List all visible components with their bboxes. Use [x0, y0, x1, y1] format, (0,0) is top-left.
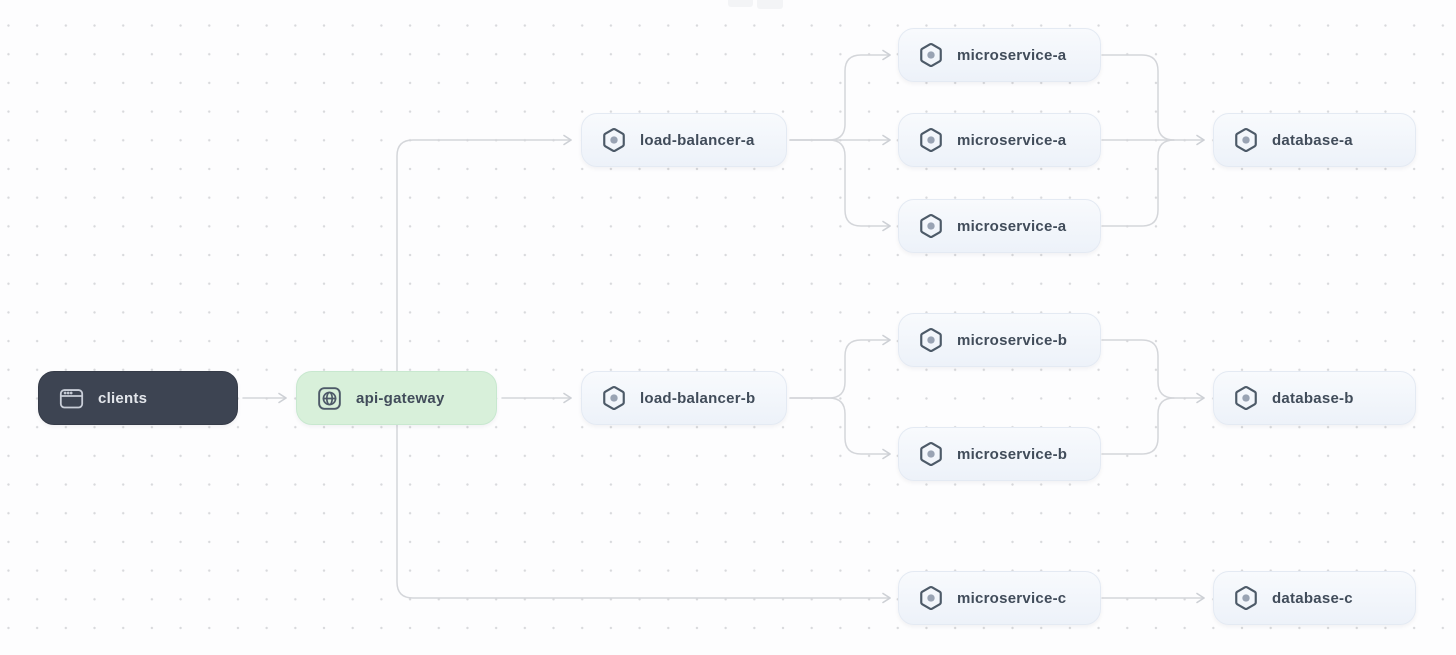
hexagon-node-icon: [918, 213, 944, 239]
edge-load-balancer-a-to-microservice-a-3: [789, 139, 891, 232]
edge-microservice-b-2-to-database-b: [1101, 397, 1175, 455]
node-microservice-a-2[interactable]: microservice-a: [898, 113, 1101, 167]
node-microservice-a-1[interactable]: microservice-a: [898, 28, 1101, 82]
node-label: microservice-a: [957, 46, 1067, 64]
node-label: microservice-a: [957, 217, 1067, 235]
edge-api-gateway-to-microservice-c: [396, 424, 891, 604]
edge-load-balancer-a-to-microservice-a-1: [789, 49, 891, 141]
edge-load-balancer-b-to-microservice-b-1: [789, 334, 891, 399]
hexagon-node-icon: [918, 42, 944, 68]
node-label: database-a: [1272, 131, 1353, 149]
node-database-b[interactable]: database-b: [1213, 371, 1416, 425]
node-microservice-c[interactable]: microservice-c: [898, 571, 1101, 625]
edge-microservice-a-1-to-database-a: [1101, 54, 1175, 141]
node-api-gateway[interactable]: api-gateway: [296, 371, 497, 425]
node-label: microservice-c: [957, 589, 1067, 607]
node-microservice-b-1[interactable]: microservice-b: [898, 313, 1101, 367]
edge-microservice-a-3-to-database-a: [1101, 139, 1175, 227]
hexagon-node-icon: [1233, 127, 1259, 153]
node-database-c[interactable]: database-c: [1213, 571, 1416, 625]
node-clients[interactable]: clients: [38, 371, 238, 425]
node-microservice-b-2[interactable]: microservice-b: [898, 427, 1101, 481]
hexagon-node-icon: [601, 127, 627, 153]
hexagon-node-icon: [918, 127, 944, 153]
edge-microservice-b-1-to-database-b: [1101, 339, 1205, 404]
node-load-balancer-a[interactable]: load-balancer-a: [581, 113, 787, 167]
node-label: api-gateway: [356, 389, 445, 407]
node-label: database-b: [1272, 389, 1354, 407]
hexagon-node-icon: [918, 441, 944, 467]
node-label: load-balancer-b: [640, 389, 756, 407]
hexagon-node-icon: [1233, 585, 1259, 611]
node-label: database-c: [1272, 589, 1353, 607]
node-label: microservice-b: [957, 445, 1068, 463]
hexagon-node-icon: [918, 327, 944, 353]
node-label: load-balancer-a: [640, 131, 755, 149]
window-edge-remnant: [728, 0, 753, 7]
app-window-icon: [58, 385, 85, 412]
node-label: microservice-b: [957, 331, 1068, 349]
edge-load-balancer-b-to-microservice-b-2: [789, 397, 891, 460]
globe-icon: [316, 385, 343, 412]
hexagon-node-icon: [1233, 385, 1259, 411]
node-database-a[interactable]: database-a: [1213, 113, 1416, 167]
hexagon-node-icon: [601, 385, 627, 411]
node-load-balancer-b[interactable]: load-balancer-b: [581, 371, 787, 425]
node-label: clients: [98, 389, 148, 407]
node-microservice-a-3[interactable]: microservice-a: [898, 199, 1101, 253]
window-edge-remnant: [757, 0, 783, 9]
hexagon-node-icon: [918, 585, 944, 611]
edge-api-gateway-to-load-balancer-a: [396, 134, 572, 372]
node-label: microservice-a: [957, 131, 1067, 149]
